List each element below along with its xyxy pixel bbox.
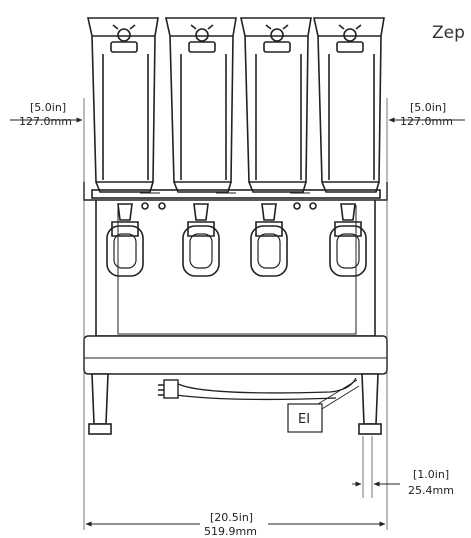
leg-right	[361, 373, 379, 425]
foot-left	[88, 423, 112, 435]
right-offset-metric: 127.0mm	[400, 115, 453, 128]
drawing-title: Zep	[432, 23, 465, 43]
bowl-4	[313, 17, 385, 193]
foot-right	[358, 423, 382, 435]
left-offset-metric: 127.0mm	[19, 115, 72, 128]
right-offset-imperial: [5.0in]	[410, 101, 446, 114]
overall-width-metric: 519.9mm	[204, 525, 257, 538]
leg-offset-imperial: [1.0in]	[413, 468, 449, 481]
extension-lines	[83, 98, 388, 530]
callout-box	[287, 403, 323, 433]
leg-offset-metric: 25.4mm	[408, 484, 454, 497]
electrical-callout: EI	[287, 379, 360, 433]
plug-icon	[163, 379, 179, 399]
cabinet-body	[83, 200, 388, 375]
valve-4	[329, 203, 367, 277]
bowl-2	[165, 17, 237, 193]
legs	[88, 373, 382, 435]
callout-label: EI	[298, 412, 310, 427]
dimension-leg-offset: [1.0in] 25.4mm	[352, 468, 454, 497]
power-cord	[158, 377, 357, 401]
bowl-3	[240, 17, 312, 193]
bowls	[87, 17, 385, 193]
left-offset-imperial: [5.0in]	[30, 101, 66, 114]
dimension-right-offset: [5.0in] 127.0mm	[388, 101, 465, 128]
dimension-overall-width: [20.5in] 519.9mm	[85, 511, 386, 538]
bowl-1	[87, 17, 159, 193]
leg-left	[91, 373, 109, 425]
dimension-left-offset: [5.0in] 127.0mm	[10, 101, 83, 128]
valve-3	[250, 203, 288, 277]
valve-2	[182, 203, 220, 277]
dispense-valves	[106, 203, 367, 277]
overall-width-imperial: [20.5in]	[210, 511, 253, 524]
valve-1	[106, 203, 144, 277]
